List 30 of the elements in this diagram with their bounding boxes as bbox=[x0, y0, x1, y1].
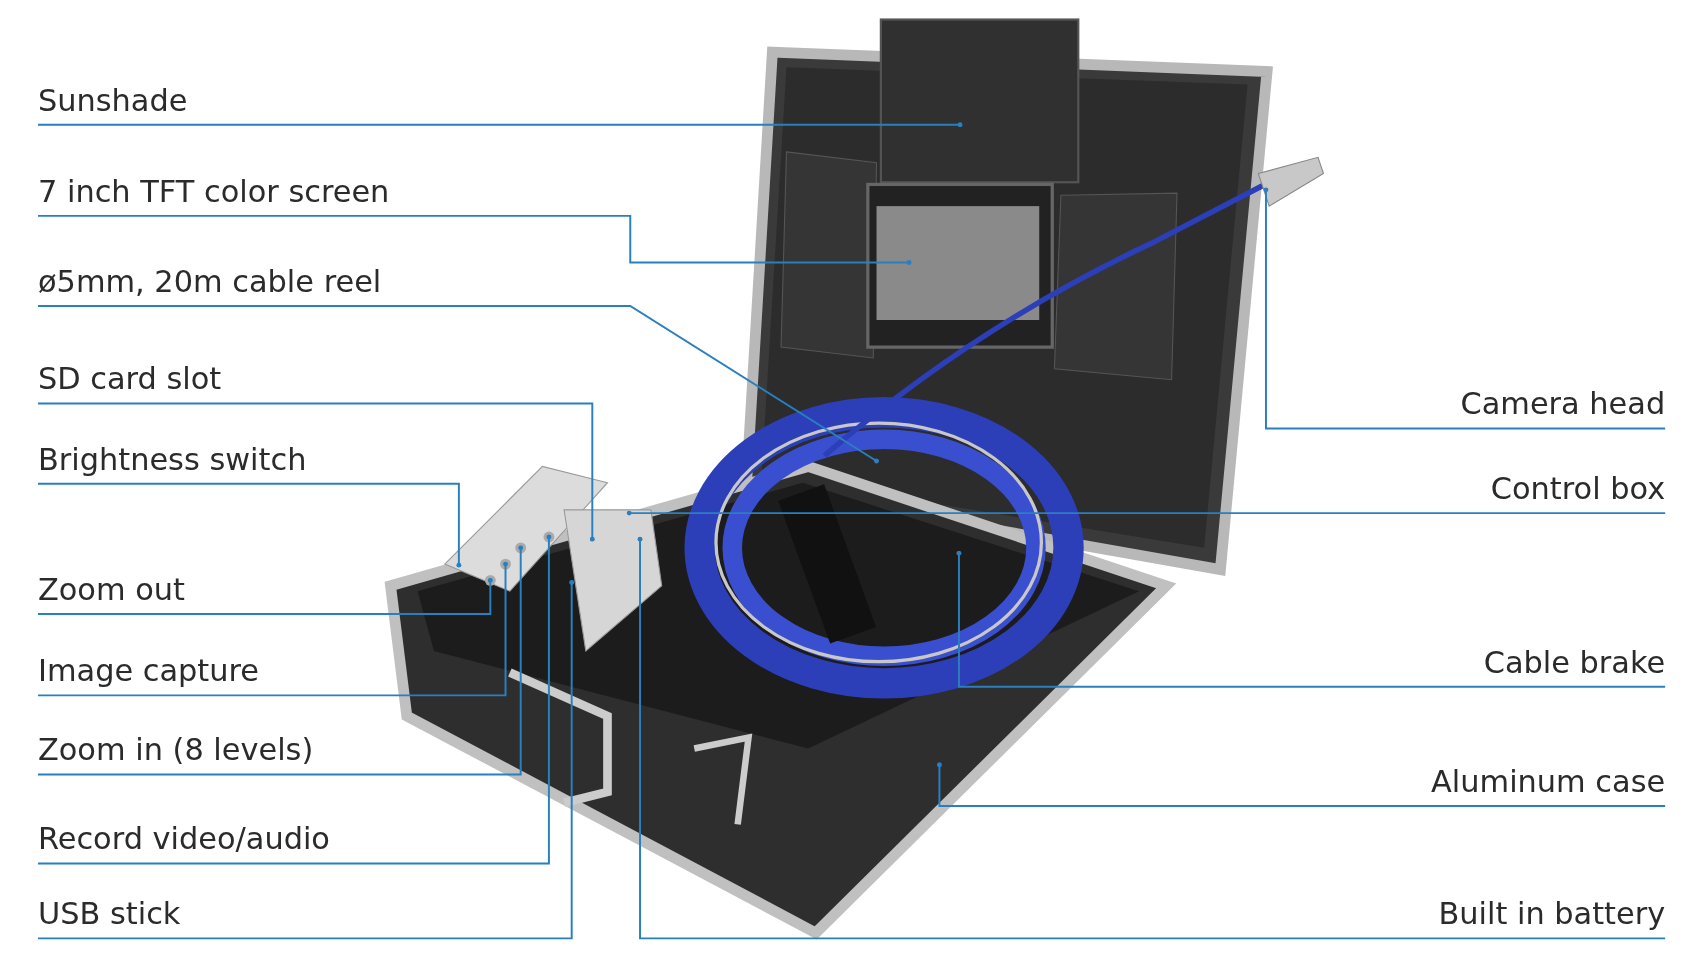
part-label: Control box bbox=[1490, 471, 1666, 507]
leader-line bbox=[37, 580, 575, 940]
leader-line bbox=[37, 482, 462, 568]
leader-line bbox=[637, 536, 1667, 940]
leader-line bbox=[37, 304, 879, 464]
leader-line bbox=[37, 545, 524, 776]
leader-line bbox=[37, 534, 552, 865]
part-label: USB stick bbox=[37, 897, 181, 932]
part-label: Zoom out bbox=[37, 572, 185, 608]
part-label: Record video/audio bbox=[37, 822, 330, 857]
leader-line bbox=[1263, 187, 1667, 430]
part-label: ø5mm, 20m cable reel bbox=[37, 264, 382, 300]
part-label: Sunshade bbox=[37, 83, 188, 119]
part-label: Brightness switch bbox=[37, 442, 307, 478]
leader-line bbox=[37, 214, 912, 265]
part-label: Aluminum case bbox=[1431, 764, 1666, 800]
part-label: SD card slot bbox=[37, 362, 222, 398]
leader-line bbox=[956, 550, 1667, 688]
part-label: 7 inch TFT color screen bbox=[37, 174, 390, 210]
part-label: Cable brake bbox=[1483, 645, 1666, 681]
part-label: Image capture bbox=[37, 654, 259, 689]
leader-line bbox=[37, 561, 508, 697]
leader-line bbox=[37, 402, 595, 542]
leader-line bbox=[626, 510, 1667, 516]
part-label: Zoom in (8 levels) bbox=[37, 733, 314, 769]
part-label: Camera head bbox=[1460, 387, 1666, 422]
leader-line bbox=[37, 122, 963, 128]
leader-line bbox=[937, 762, 1667, 807]
part-label: Built in battery bbox=[1438, 897, 1666, 932]
leader-line bbox=[37, 577, 493, 615]
